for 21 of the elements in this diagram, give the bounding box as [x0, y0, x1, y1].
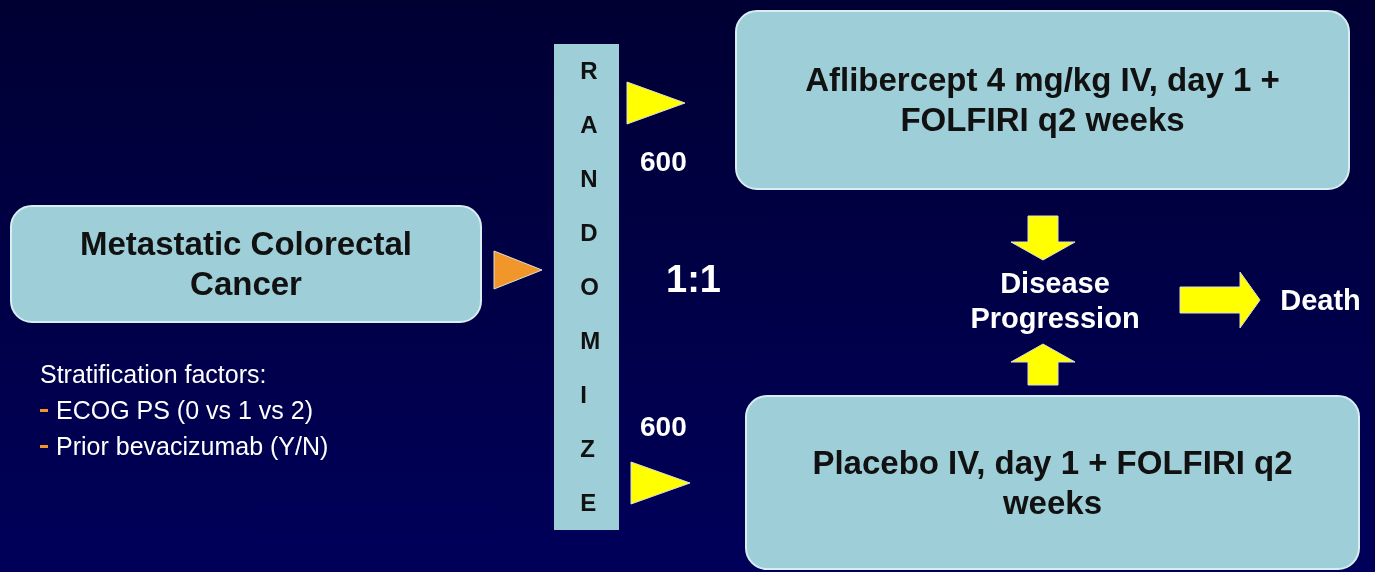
- box-label: Metastatic Colorectal Cancer: [79, 224, 413, 304]
- rounded-box: [745, 395, 1360, 570]
- count-label: 1:1: [666, 258, 721, 301]
- triangle-arrow: [626, 81, 686, 125]
- block-arrow: [1010, 215, 1076, 261]
- randomize-bar: [554, 44, 619, 530]
- box-label: Placebo IV, day 1 + FOLFIRI q2 weeks: [811, 442, 1294, 523]
- note-text: ECOG PS (0 vs 1 vs 2): [56, 396, 313, 425]
- rounded-box: [735, 10, 1350, 190]
- note-text: Stratification factors:: [40, 360, 267, 389]
- block-arrow: [1010, 343, 1076, 386]
- outcome-label: Death: [1280, 282, 1361, 318]
- box-label: Aflibercept 4 mg/kg IV, day 1 + FOLFIRI q2 weeks: [804, 60, 1281, 140]
- outcome-label: Disease Progression: [969, 266, 1141, 336]
- triangle-arrow: [493, 250, 543, 290]
- block-arrow: [1179, 271, 1261, 329]
- note-text: Prior bevacizumab (Y/N): [56, 432, 329, 461]
- count-label: 600: [640, 146, 687, 178]
- triangle-arrow: [630, 461, 691, 505]
- count-label: 600: [640, 411, 687, 443]
- rounded-box: [10, 205, 482, 323]
